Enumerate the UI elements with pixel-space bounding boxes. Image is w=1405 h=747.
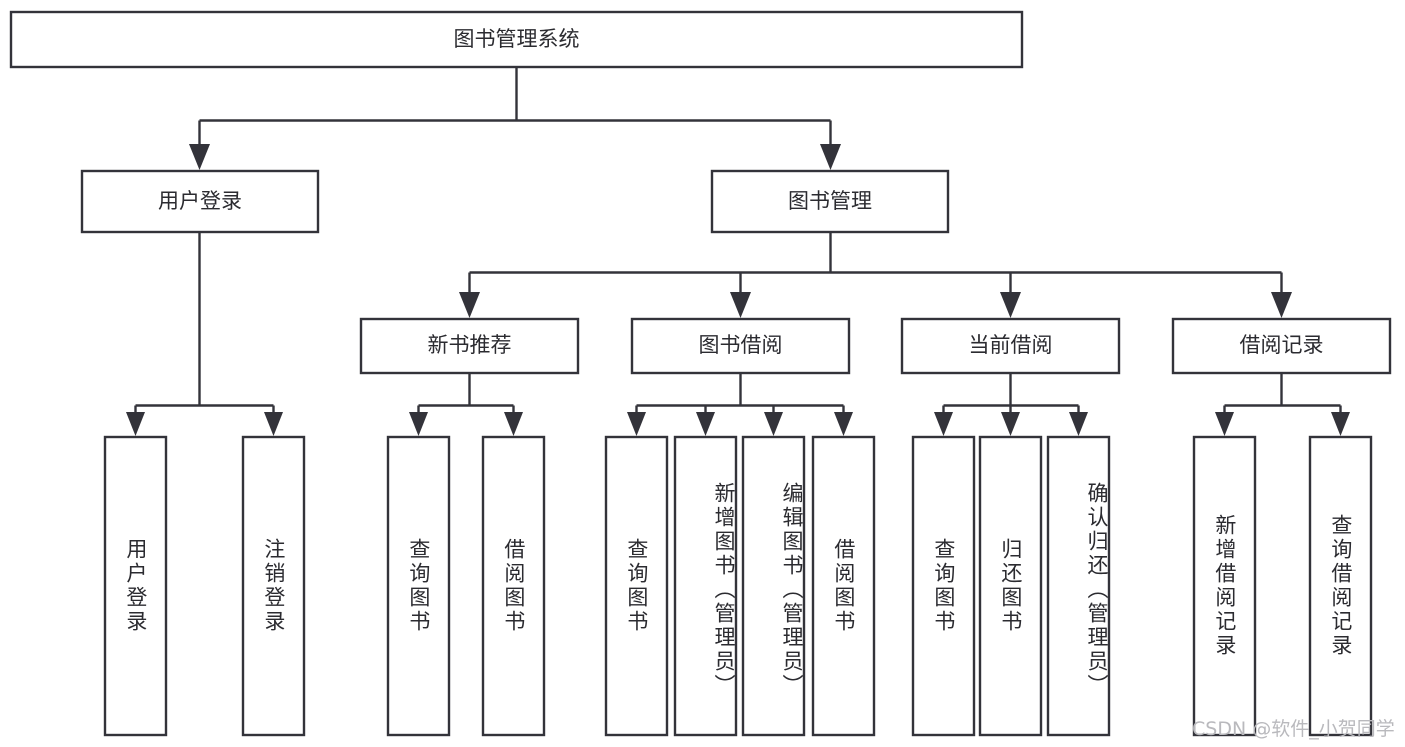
- edge-group-book-manage: [459, 232, 1292, 318]
- edge-group-new-book-rec: [409, 373, 523, 436]
- node-box-new-book-rec[interactable]: [359, 317, 580, 375]
- arrow-bm-to-borrow-record: [1271, 292, 1292, 318]
- node-label-current-borrow: 当前借阅: [969, 333, 1053, 357]
- arrow-bb-d1: [627, 412, 646, 436]
- arrow-bm-to-current-borrow: [1000, 292, 1021, 318]
- arrow-ul-d2: [264, 412, 283, 436]
- arrow-nbr-d2: [504, 412, 523, 436]
- edge-group-borrow-record: [1215, 373, 1350, 436]
- node-box-leaf-query-book-3[interactable]: [911, 435, 976, 737]
- arrow-cb-d3: [1069, 412, 1088, 436]
- arrow-bb-d3: [764, 412, 783, 436]
- arrow-root-to-user-login: [189, 144, 210, 170]
- node-box-current-borrow[interactable]: [900, 317, 1121, 375]
- edge-group-current-borrow: [934, 373, 1088, 436]
- node-box-leaf-user-logout[interactable]: [241, 435, 306, 737]
- node-label-book-manage: 图书管理: [788, 189, 872, 213]
- arrow-ul-d1: [126, 412, 145, 436]
- arrow-root-to-book-manage: [820, 144, 841, 170]
- node-box-user-login[interactable]: [80, 169, 320, 234]
- edge-group-root: [189, 67, 841, 170]
- node-label-new-book-rec: 新书推荐: [428, 333, 512, 357]
- node-label-root: 图书管理系统: [454, 27, 580, 51]
- arrow-bb-d4: [834, 412, 853, 436]
- arrow-cb-d1: [934, 412, 953, 436]
- node-box-book-borrow[interactable]: [630, 317, 851, 375]
- arrow-cb-d2: [1001, 412, 1020, 436]
- node-box-leaf-user-login[interactable]: [103, 435, 168, 737]
- node-box-leaf-edit-book[interactable]: [741, 435, 806, 737]
- csdn-watermark: CSDN @软件_小贺同学: [1192, 718, 1395, 740]
- arrow-bb-d2: [696, 412, 715, 436]
- edge-group-book-borrow: [627, 373, 853, 436]
- arrow-bm-to-new-book: [459, 292, 480, 318]
- node-label-book-borrow: 图书借阅: [699, 333, 783, 357]
- node-box-leaf-query-record[interactable]: [1308, 435, 1373, 737]
- arrow-nbr-d1: [409, 412, 428, 436]
- node-box-leaf-add-book[interactable]: [673, 435, 738, 737]
- edge-group-user-login: [126, 232, 283, 436]
- arrow-br-d1: [1215, 412, 1234, 436]
- node-box-leaf-confirm-return[interactable]: [1046, 435, 1111, 737]
- arrow-br-d2: [1331, 412, 1350, 436]
- node-box-leaf-query-book-2[interactable]: [604, 435, 669, 737]
- node-box-root[interactable]: [9, 10, 1024, 69]
- node-box-leaf-borrow-book-1[interactable]: [481, 435, 546, 737]
- node-box-book-manage[interactable]: [710, 169, 950, 234]
- node-box-leaf-add-record[interactable]: [1192, 435, 1257, 737]
- node-box-leaf-borrow-book-2[interactable]: [811, 435, 876, 737]
- node-label-borrow-record: 借阅记录: [1240, 333, 1324, 357]
- node-box-leaf-query-book-1[interactable]: [386, 435, 451, 737]
- node-box-borrow-record[interactable]: [1171, 317, 1392, 375]
- node-box-leaf-return-book[interactable]: [978, 435, 1043, 737]
- node-label-user-login: 用户登录: [158, 189, 242, 213]
- arrow-bm-to-book-borrow: [730, 292, 751, 318]
